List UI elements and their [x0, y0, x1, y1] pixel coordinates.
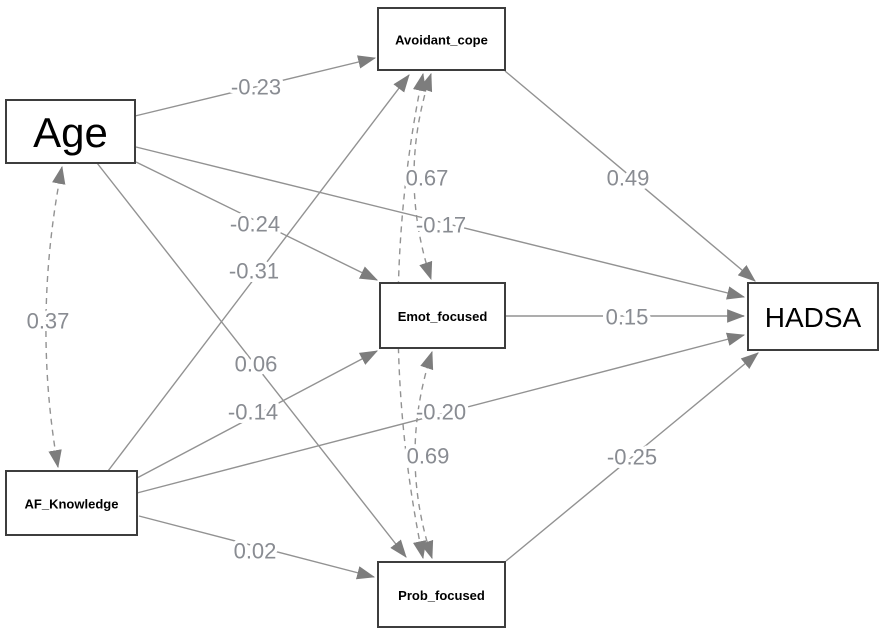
node-label-avoidant_cope: Avoidant_cope	[395, 33, 488, 48]
node-label-emot_focused: Emot_focused	[398, 309, 488, 324]
node-label-age: Age	[33, 109, 108, 156]
node-age: Age	[5, 99, 136, 164]
path-arrow-af_knowledge-to-hadsa	[136, 332, 746, 494]
node-af_knowledge: AF_Knowledge	[5, 470, 138, 536]
path-arrow-prob_focused-to-hadsa	[505, 352, 759, 562]
coefficient-age-to-emot_focused: -0.24	[230, 212, 280, 237]
node-avoidant_cope: Avoidant_cope	[377, 7, 506, 71]
node-box-hadsa	[747, 282, 879, 351]
edges-layer	[45, 55, 759, 580]
node-box-emot_focused	[379, 282, 506, 349]
path-arrow-avoidant_cope-to-hadsa	[504, 70, 756, 282]
coefficient-age-to-hadsa: -0.17	[416, 213, 466, 238]
path-arrow-age-to-emot_focused	[135, 161, 379, 281]
coefficient-emot_focused-to-hadsa: 0.15	[606, 305, 649, 330]
node-box-af_knowledge	[5, 470, 138, 536]
node-label-af_knowledge: AF_Knowledge	[25, 497, 119, 512]
coefficient-af_knowledge-to-hadsa: -0.20	[416, 400, 466, 425]
path-arrow-af_knowledge-to-avoidant_cope	[107, 74, 410, 472]
coefficient-cov-age~af_knowledge: 0.37	[27, 309, 70, 334]
node-emot_focused: Emot_focused	[379, 282, 506, 349]
coefficient-prob_focused-to-hadsa: -0.25	[607, 445, 657, 470]
path-arrow-age-to-hadsa	[135, 146, 746, 300]
node-prob_focused: Prob_focused	[377, 561, 506, 628]
node-box-age	[5, 99, 136, 164]
path-arrow-af_knowledge-to-prob_focused	[138, 515, 376, 580]
node-label-hadsa: HADSA	[765, 302, 862, 333]
coefficient-avoidant_cope-to-hadsa: 0.49	[607, 166, 650, 191]
coefficient-cov-avoidant_cope~emot_focused: 0.67	[406, 166, 449, 191]
node-box-prob_focused	[377, 561, 506, 628]
coefficient-cov-emot_focused~prob_focused: 0.69	[407, 444, 450, 469]
node-label-prob_focused: Prob_focused	[398, 588, 485, 603]
node-box-avoidant_cope	[377, 7, 506, 71]
path-arrow-af_knowledge-to-emot_focused	[136, 350, 378, 479]
coefficient-af_knowledge-to-emot_focused: -0.14	[228, 400, 278, 425]
coefficient-age-to-prob_focused: 0.06	[235, 352, 278, 377]
edge-labels-layer: -0.23 -0.24 0.06 -0.17 -0.31 -0.14 0.02 -0.20 0.…	[23, 71, 660, 567]
node-hadsa: HADSA	[747, 282, 879, 351]
path-arrow-age-to-avoidant_cope	[134, 55, 377, 117]
coefficient-age-to-avoidant_cope: -0.23	[231, 75, 281, 100]
nodes-layer: Age Avoidant_copeEmot_focusedProb_focused…	[5, 7, 879, 628]
coefficient-af_knowledge-to-avoidant_cope: -0.31	[229, 259, 279, 284]
coefficient-af_knowledge-to-prob_focused: 0.02	[234, 539, 277, 564]
path-arrow-age-to-prob_focused	[96, 162, 407, 558]
